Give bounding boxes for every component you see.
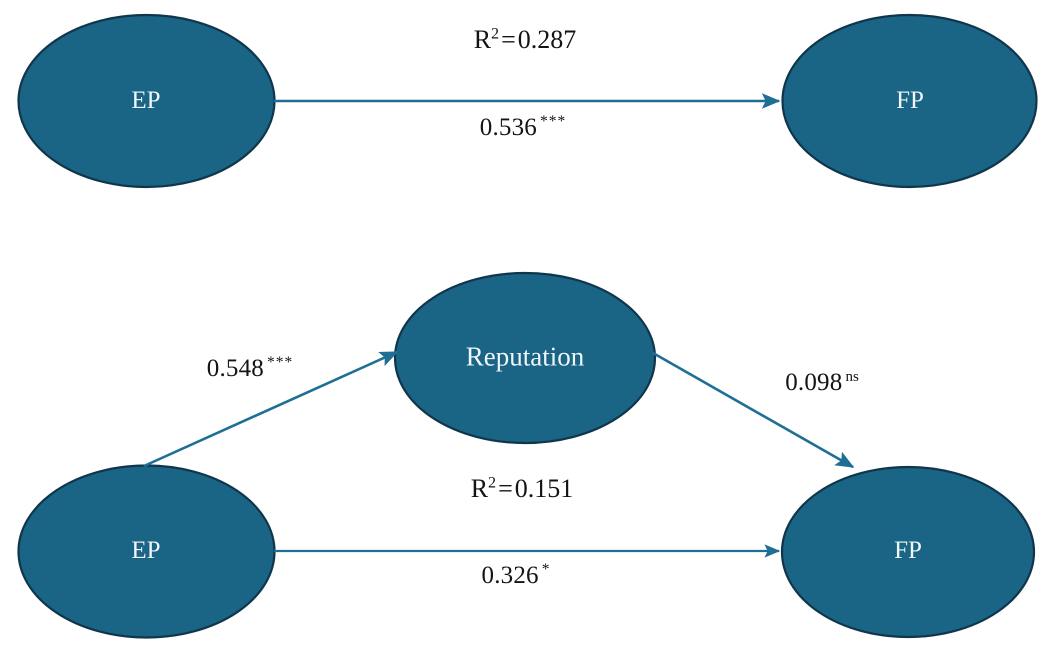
coefficient-value: 0.098 <box>785 369 843 396</box>
significance-marker: * <box>541 560 551 578</box>
edge-ep-to-reputation <box>143 350 399 468</box>
r-squared-value-bottom: 0.151 <box>514 474 574 503</box>
edge-reputation-to-fp <box>652 351 855 469</box>
significance-marker: *** <box>540 112 567 130</box>
coefficient-value: 0.548 <box>206 355 264 382</box>
node-ep-top[interactable] <box>17 13 276 189</box>
coefficient-value: 0.536 <box>479 114 537 141</box>
node-fp-top[interactable] <box>781 13 1038 189</box>
path-coefficient-ep-to-fp-bottom: 0.326* <box>481 560 551 590</box>
r-squared-equals-bottom: = <box>498 474 513 503</box>
r-squared-exponent-top: 2 <box>491 25 500 43</box>
r-squared-label-bottom: R2=0.151 <box>471 474 574 504</box>
r-squared-symbol-bottom: R <box>470 474 489 503</box>
r-squared-equals-top: = <box>501 25 516 54</box>
significance-marker: *** <box>267 353 294 371</box>
node-reputation[interactable] <box>393 271 657 445</box>
node-ep-bottom[interactable] <box>17 464 276 639</box>
r-squared-exponent-bottom: 2 <box>488 474 497 492</box>
r-squared-label-top: R2=0.287 <box>474 25 577 55</box>
path-coefficient-ep-to-fp-top: 0.536*** <box>479 112 567 142</box>
significance-marker: ns <box>845 368 859 385</box>
coefficient-value: 0.326 <box>481 562 539 589</box>
r-squared-symbol-top: R <box>473 25 492 54</box>
r-squared-value-top: 0.287 <box>517 25 577 54</box>
node-fp-bottom[interactable] <box>780 465 1036 639</box>
path-coefficient-ep-to-reputation: 0.548*** <box>206 353 294 383</box>
